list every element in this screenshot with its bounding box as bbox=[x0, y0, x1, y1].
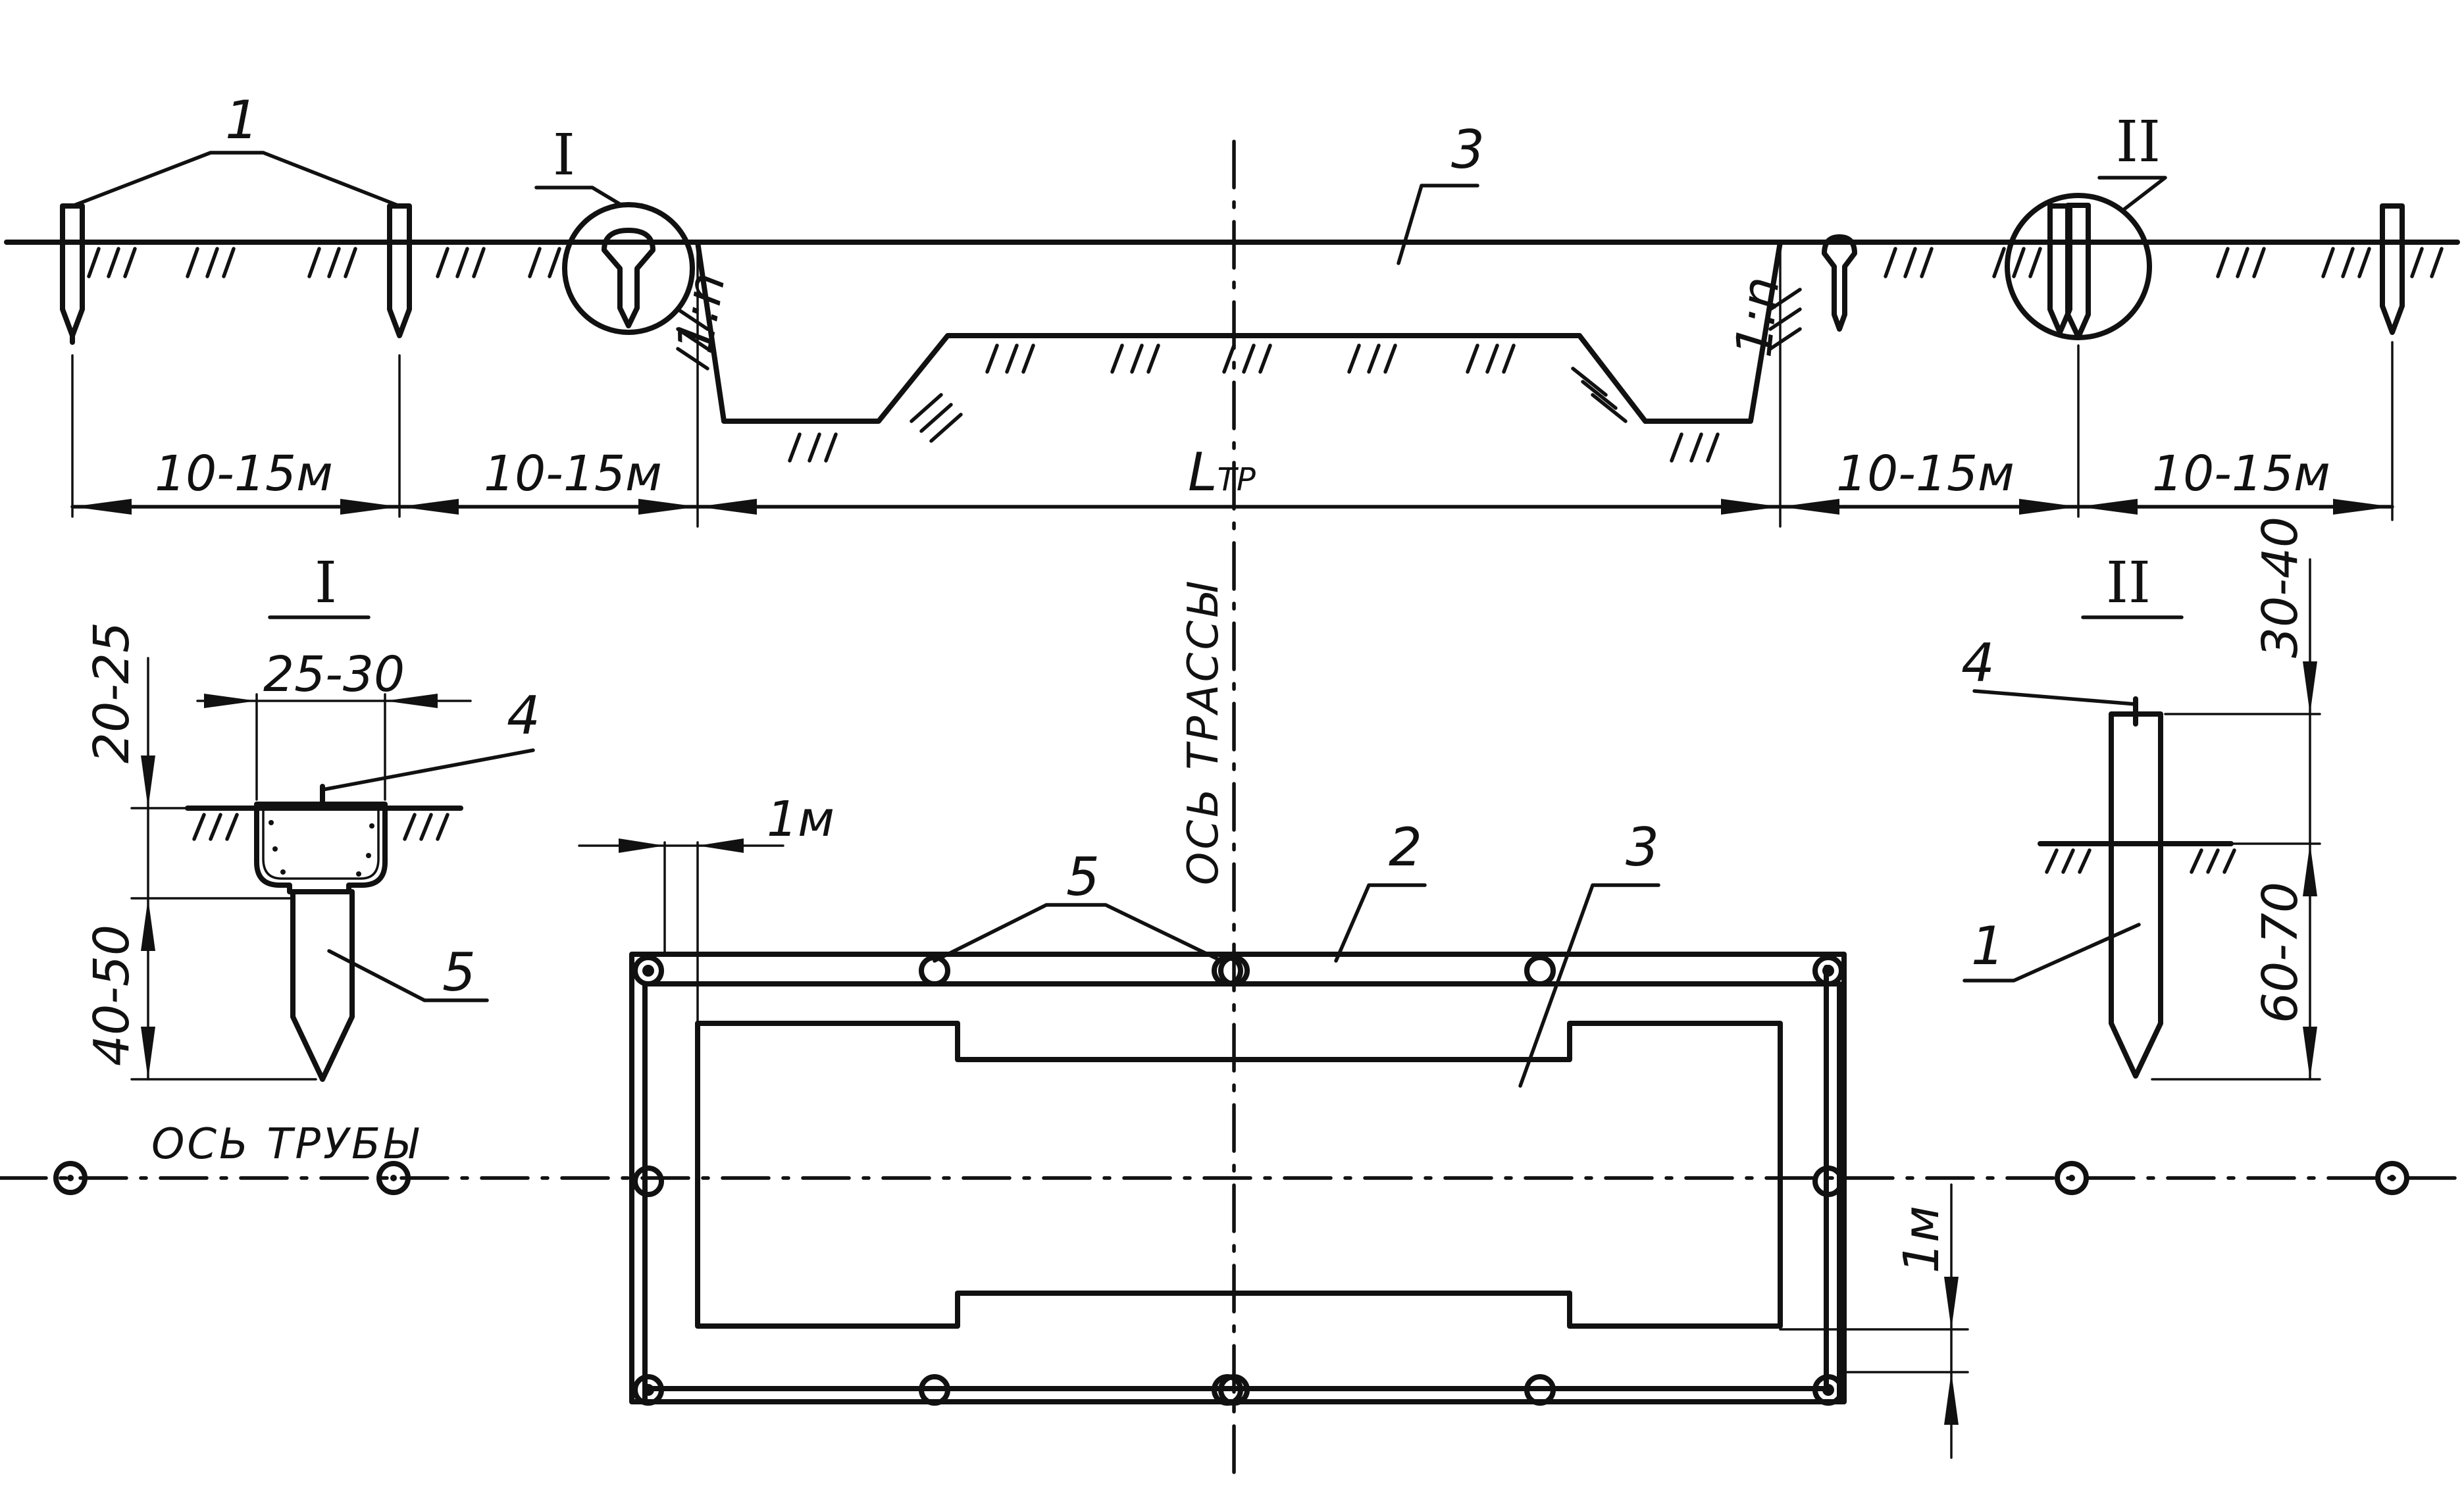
trench-outline bbox=[695, 240, 1783, 424]
roman-i-detail: I bbox=[315, 550, 337, 616]
profile-view: 1:n 1:n 1 bbox=[4, 90, 2460, 1486]
dim-30-40: 30-40 bbox=[2252, 517, 2309, 658]
label-4-right: 4 bbox=[1961, 632, 1995, 694]
roman-ii-top: II bbox=[2116, 109, 2161, 175]
stake-detail bbox=[2109, 711, 2163, 1079]
plug-detail-i bbox=[562, 202, 695, 335]
dim-10-15-d: 10-15м bbox=[2152, 446, 2330, 502]
dim-10-15-a: 10-15м bbox=[155, 446, 333, 502]
label-1-right: 1 bbox=[1971, 915, 2005, 977]
stake-2 bbox=[387, 203, 412, 338]
trench-hatching bbox=[676, 288, 1802, 463]
dim-1m-right: 1м bbox=[1893, 1206, 1950, 1273]
stake-1 bbox=[60, 203, 85, 345]
plug-body bbox=[290, 889, 355, 1082]
dim-10-15-c: 10-15м bbox=[1836, 446, 2015, 502]
route-axis-label: ОСЬ ТРАССЫ bbox=[1179, 580, 1228, 885]
detail-i-section: I 25-30 4 5 bbox=[84, 550, 540, 1082]
dim-l-tr: LТР bbox=[1188, 442, 1256, 503]
trench-plan bbox=[695, 1021, 1783, 1329]
detail-ii-section: II 4 1 30-40 60-70 bbox=[1961, 517, 2321, 1081]
label-4-left: 4 bbox=[507, 685, 540, 746]
dim-20-25: 20-25 bbox=[84, 622, 140, 763]
label-2-plan: 2 bbox=[1389, 817, 1422, 878]
pipe-axis-label: ОСЬ ТРУБЫ bbox=[151, 1120, 420, 1169]
stake-4 bbox=[2380, 203, 2405, 335]
stake-detail-ii bbox=[2005, 193, 2152, 340]
roman-ii-detail: II bbox=[2106, 550, 2151, 616]
fence-inner bbox=[642, 981, 1842, 1404]
dim-1m-top: 1м bbox=[767, 791, 834, 848]
dim-60-70: 60-70 bbox=[2252, 882, 2309, 1023]
plug-right bbox=[1822, 234, 1857, 332]
fence-plugs bbox=[632, 955, 1844, 1406]
dim-10-15-b: 10-15м bbox=[484, 446, 662, 502]
plug-cap bbox=[254, 802, 388, 894]
label-3-plan: 3 bbox=[1626, 817, 1659, 878]
ground-hatching bbox=[87, 247, 2444, 278]
pipe-axis-markers bbox=[53, 1161, 2409, 1195]
dim-25-30: 25-30 bbox=[263, 646, 405, 703]
label-5-left: 5 bbox=[442, 942, 476, 1003]
leader-1 bbox=[70, 151, 401, 208]
roman-i-top: I bbox=[553, 122, 575, 188]
label-1-top: 1 bbox=[225, 90, 259, 151]
label-3-top: 3 bbox=[1451, 119, 1485, 180]
dim-40-50: 40-50 bbox=[84, 925, 140, 1066]
label-5-plan: 5 bbox=[1066, 846, 1100, 908]
plan-view: ОСЬ ТРУБЫ ОСЬ ТРАССЫ 1м bbox=[0, 580, 2464, 1459]
